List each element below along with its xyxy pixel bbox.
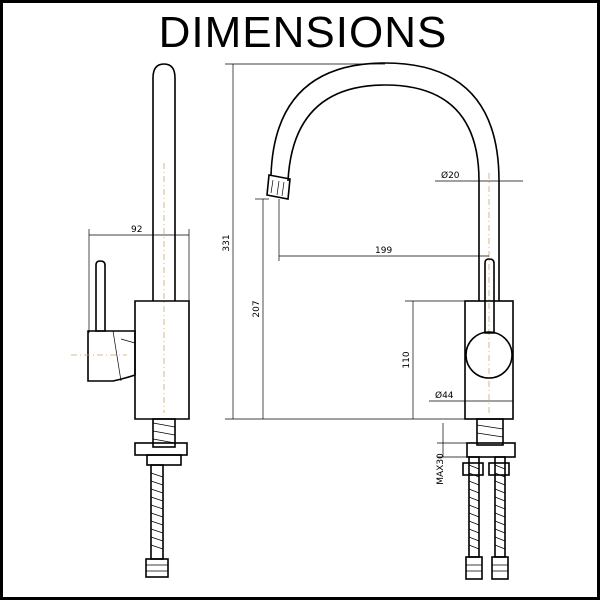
side-lever-base (87, 330, 136, 382)
side-spout-pipe (152, 63, 176, 301)
dim-label-max30: MAX30 (436, 453, 446, 485)
front-mounting (466, 418, 516, 458)
side-lever-stalk (95, 260, 106, 332)
dim-label-207: 207 (252, 300, 262, 317)
dim-label-331: 331 (222, 234, 232, 251)
dim-label-110: 110 (402, 351, 412, 368)
front-view: 331 207 199 Ø20 110 Ø44 (222, 62, 523, 580)
side-lever-detail (112, 330, 136, 382)
side-body (134, 300, 190, 420)
front-lever-stalk (484, 258, 495, 334)
side-mounting (134, 418, 188, 466)
dim-label-92: 92 (131, 225, 142, 235)
dim-label-dia44: Ø44 (435, 390, 454, 401)
technical-drawing: 92 (71, 62, 523, 580)
front-hoses (462, 456, 510, 580)
dim-label-dia20: Ø20 (441, 170, 460, 181)
front-lever-knob (465, 331, 513, 379)
spout-inner-curve (287, 84, 480, 301)
page-title: DIMENSIONS (158, 8, 448, 57)
spout-outer-curve (270, 62, 500, 301)
spout-outlet-detail (270, 179, 285, 197)
side-hose (145, 464, 169, 578)
dim-label-199: 199 (375, 246, 392, 256)
spout-outlet (266, 174, 291, 200)
side-view: 92 (71, 63, 190, 578)
